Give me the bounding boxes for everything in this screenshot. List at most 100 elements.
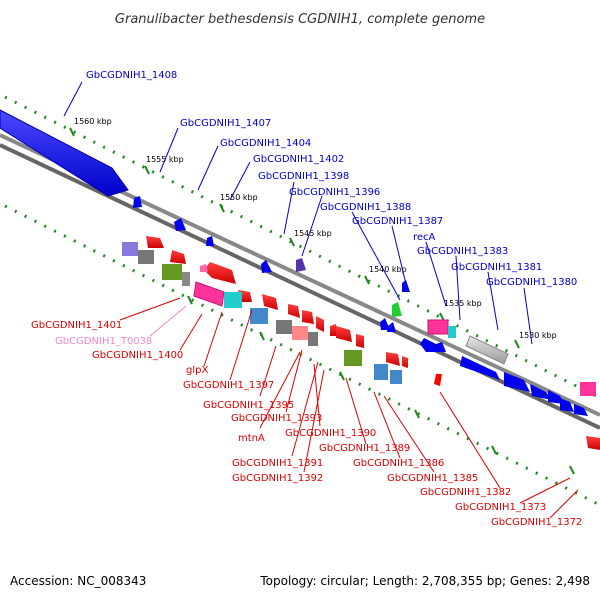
gene-arrow[interactable]	[356, 334, 364, 348]
gene-label[interactable]: GbCGDNIH1_1373	[455, 502, 546, 513]
outer-tick-ring	[4, 95, 600, 400]
gene-label[interactable]: GbCGDNIH1_1385	[387, 473, 478, 484]
gene-arrow[interactable]	[174, 218, 186, 231]
tick-mark	[187, 295, 193, 305]
gene-arrow[interactable]	[316, 316, 324, 332]
gene-box[interactable]	[138, 250, 154, 264]
minus-strand-features	[122, 236, 600, 450]
gene-arrow[interactable]	[420, 338, 440, 352]
gene-label[interactable]: GbCGDNIH1_1381	[451, 262, 542, 273]
gene-box[interactable]	[122, 242, 138, 256]
gene-arrow[interactable]	[574, 404, 588, 416]
gene-label[interactable]: GbCGDNIH1_1388	[320, 202, 411, 213]
gene-label[interactable]: GbCGDNIH1_1397	[183, 380, 274, 391]
gene-label[interactable]: GbCGDNIH1_1380	[486, 277, 577, 288]
gene-box[interactable]	[292, 326, 308, 340]
gene-arrow[interactable]	[206, 236, 214, 246]
gene-arrow-1381[interactable]	[465, 335, 509, 365]
leader-line	[439, 391, 501, 489]
gene-box[interactable]	[182, 272, 190, 286]
summary-text: Topology: circular; Length: 2,708,355 bp…	[259, 574, 590, 588]
gene-box[interactable]	[580, 382, 596, 396]
gene-arrow[interactable]	[261, 260, 272, 273]
gene-label[interactable]: GbCGDNIH1_1382	[420, 487, 511, 498]
gene-box[interactable]	[344, 350, 362, 366]
gene-arrow[interactable]	[386, 352, 400, 366]
leader-line	[179, 313, 203, 351]
gene-arrow[interactable]	[402, 356, 408, 368]
gene-label[interactable]: glpX	[186, 365, 208, 376]
inner-tick-ring	[4, 204, 600, 507]
gene-label[interactable]: recA	[413, 232, 436, 243]
gene-arrow[interactable]	[586, 436, 600, 450]
gene-arrow[interactable]	[504, 372, 530, 392]
gene-label[interactable]: GbCGDNIH1_1390	[285, 428, 376, 439]
gene-label[interactable]: GbCGDNIH1_1398	[258, 171, 349, 182]
gene-arrow[interactable]	[204, 262, 236, 284]
gene-label[interactable]: GbCGDNIH1_1391	[232, 458, 323, 469]
gene-box[interactable]	[250, 308, 268, 324]
leader-line	[549, 489, 579, 519]
gene-arrow-glpx[interactable]	[193, 281, 225, 307]
gene-arrow[interactable]	[146, 236, 164, 248]
gene-label[interactable]: GbCGDNIH1_1392	[232, 473, 323, 484]
gene-arrow[interactable]	[434, 374, 442, 386]
gene-box[interactable]	[276, 320, 292, 334]
gene-arrow[interactable]	[262, 294, 278, 310]
gene-arrow-1408[interactable]	[0, 109, 129, 197]
gene-label[interactable]: GbCGDNIH1_1393	[231, 413, 322, 424]
tick-mark	[219, 203, 225, 213]
gene-label[interactable]: GbCGDNIH1_1401	[31, 320, 122, 331]
gene-arrow[interactable]	[296, 258, 306, 272]
gene-arrow[interactable]	[436, 342, 446, 352]
tick-mark	[364, 275, 370, 285]
gene-label[interactable]: GbCGDNIH1_1383	[417, 246, 508, 257]
leader-line	[487, 271, 499, 331]
gene-label[interactable]: GbCGDNIH1_1408	[86, 70, 177, 81]
leader-line	[149, 305, 187, 337]
gene-label[interactable]: GbCGDNIH1_1407	[180, 118, 271, 129]
gene-label[interactable]: GbCGDNIH1_1404	[220, 138, 311, 149]
tick-mark	[69, 127, 75, 137]
leader-line	[259, 345, 277, 397]
gene-box[interactable]	[224, 292, 242, 308]
gene-label[interactable]: GbCGDNIH1_1396	[289, 187, 380, 198]
gene-box[interactable]	[390, 370, 402, 384]
leader-line	[197, 145, 219, 191]
leader-line	[159, 127, 179, 173]
gene-label[interactable]: GbCGDNIH1_1400	[92, 350, 183, 361]
gene-box[interactable]	[374, 364, 388, 380]
leader-line	[303, 369, 325, 473]
gene-arrow[interactable]	[402, 280, 410, 292]
gene-box[interactable]	[162, 264, 182, 280]
gene-label[interactable]: mtnA	[238, 433, 265, 444]
backbone-line-inner	[0, 143, 600, 430]
gene-arrow[interactable]	[133, 196, 142, 208]
minus-labels: GbCGDNIH1_1401 GbCGDNIH1_T0038 GbCGDNIH1…	[31, 297, 582, 528]
gene-label[interactable]: GbCGDNIH1_1372	[491, 517, 582, 528]
gene-label[interactable]: GbCGDNIH1_1402	[253, 154, 344, 165]
tick-mark	[514, 339, 520, 349]
leader-line	[285, 349, 303, 413]
gene-box[interactable]	[448, 326, 456, 338]
gene-label[interactable]: GbCGDNIH1_1387	[352, 216, 443, 227]
gene-arrow[interactable]	[387, 322, 396, 332]
gene-box[interactable]	[308, 332, 318, 346]
gene-arrow-trna[interactable]	[200, 264, 208, 272]
gene-arrow[interactable]	[530, 384, 552, 400]
gene-arrow[interactable]	[460, 356, 500, 380]
gene-arrow[interactable]	[302, 310, 314, 324]
leader-line	[391, 225, 407, 285]
gene-arrow[interactable]	[380, 318, 390, 330]
gene-label[interactable]: GbCGDNIH1_1386	[353, 458, 444, 469]
gene-arrow[interactable]	[336, 326, 352, 342]
gene-arrow[interactable]	[560, 398, 574, 412]
gene-label[interactable]: GbCGDNIH1_1389	[319, 443, 410, 454]
gene-label[interactable]: GbCGDNIH1_T0038	[55, 336, 152, 347]
gene-arrow[interactable]	[288, 304, 300, 318]
gene-arrow[interactable]	[170, 250, 186, 264]
gene-label[interactable]: GbCGDNIH1_1395	[203, 400, 294, 411]
gene-arrow[interactable]	[392, 302, 402, 317]
gene-box-reca[interactable]	[427, 319, 449, 335]
leader-line	[229, 309, 253, 381]
